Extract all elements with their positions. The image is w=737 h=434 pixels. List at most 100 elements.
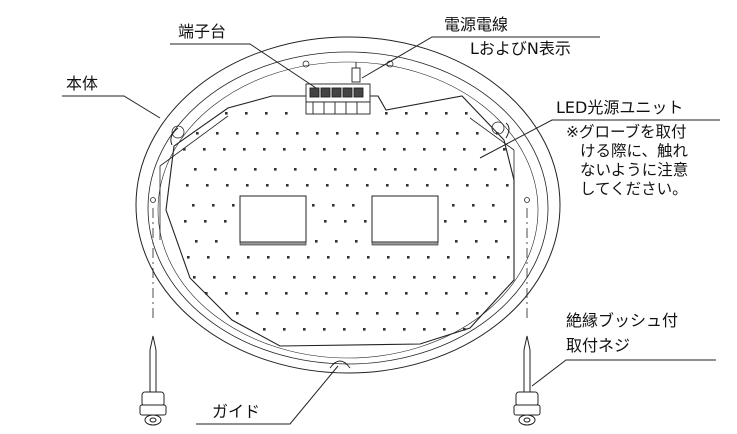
led-dot [323,328,326,331]
led-dot [506,184,509,187]
leader-screw [531,359,716,387]
led-dot [426,184,429,187]
led-dot [273,276,276,279]
led-dot [286,184,289,187]
led-dot [247,256,250,259]
led-dot [285,292,288,295]
label-power-wire-title: 電源電線 [444,15,509,34]
led-dot [504,220,507,223]
led-dot [406,184,409,187]
led-dot [365,292,368,295]
led-dot [383,328,386,331]
led-dot [265,112,268,115]
led-dot [436,132,439,135]
led-dot [405,112,408,115]
led-dot [294,168,297,171]
led-dot [356,132,359,135]
led-dot [453,276,456,279]
leader-guide [196,365,339,425]
led-dot [507,256,510,259]
led-dot [425,292,428,295]
led-dot [194,168,197,171]
led-dot [356,312,359,315]
led-dot [425,112,428,115]
led-dot [334,168,337,171]
led-dot [487,256,490,259]
led-dot [263,148,266,151]
led-dot [256,312,259,315]
led-dot [343,328,346,331]
led-dot [236,132,239,135]
label-led-unit: LED光源ユニット [556,98,684,117]
led-dot [246,184,249,187]
led-dot [374,168,377,171]
led-dot [405,292,408,295]
led-dot [316,312,319,315]
led-dot [446,184,449,187]
led-dot [483,148,486,151]
led-dot [386,184,389,187]
led-dot [464,220,467,223]
led-dot [225,112,228,115]
led-dot [196,132,199,135]
led-note-line-4: してください。 [580,180,688,198]
led-dot [283,148,286,151]
led-dot [452,204,455,207]
led-dot [305,292,308,295]
led-dot [233,276,236,279]
led-dot [396,312,399,315]
led-dot [485,292,488,295]
led-dot [266,184,269,187]
led-dot [465,112,468,115]
led-note-line-1: ※グローブを取付 [566,123,687,141]
led-dot [192,204,195,207]
led-dot [346,184,349,187]
opening-right [371,195,439,243]
led-dot [385,292,388,295]
led-dot [183,148,186,151]
led-dot [427,256,430,259]
led-dot [383,148,386,151]
led-dot [387,256,390,259]
led-dot [472,204,475,207]
label-body: 本体 [66,74,99,93]
led-dot [314,168,317,171]
led-dot [503,148,506,151]
led-dot [363,148,366,151]
terminal-block [305,62,371,115]
led-dot [445,112,448,115]
screw-left [139,335,167,426]
led-dot [225,292,228,295]
led-dot [353,276,356,279]
led-dot [473,276,476,279]
led-dot [466,184,469,187]
led-dot [416,312,419,315]
led-dot [223,148,226,151]
led-dot [287,256,290,259]
led-dot [447,256,450,259]
led-dot [214,168,217,171]
screw-right [513,335,541,426]
led-dot [423,328,426,331]
led-dot [436,312,439,315]
led-dot [367,256,370,259]
led-dot [205,292,208,295]
body-outer-rim [135,36,561,374]
led-dot [376,132,379,135]
led-dot [403,328,406,331]
led-dot [443,148,446,151]
led-dot [285,112,288,115]
led-dot [345,292,348,295]
led-dot [253,276,256,279]
led-dot [323,148,326,151]
led-dot [293,276,296,279]
right-bracket [505,122,510,139]
label-power-wire-sub: LおよびN表示 [470,39,571,58]
label-guide: ガイド [212,402,261,421]
led-dot [433,276,436,279]
led-dot [316,132,319,135]
label-screw-line-1: 絶縁ブッシュ付 [566,311,679,330]
led-dot [184,220,187,223]
